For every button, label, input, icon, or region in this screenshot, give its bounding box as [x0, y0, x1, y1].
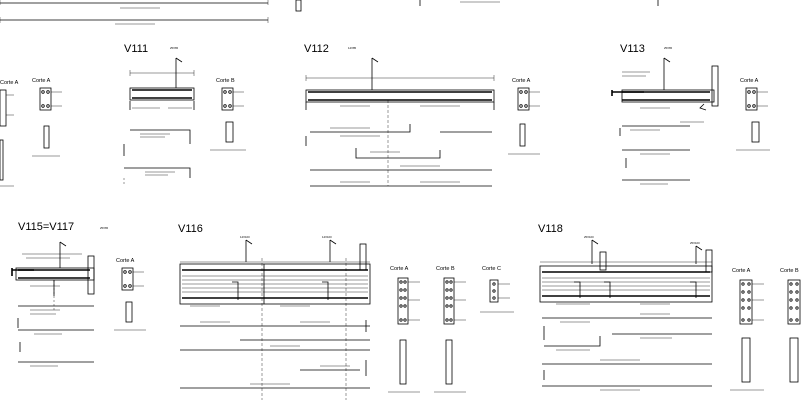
section-c-label: Corte C [482, 266, 501, 272]
beam-section-tag-right: 25X100 [690, 241, 700, 245]
beam-section-tag: 25X65 [664, 46, 673, 50]
beam-v111: V111 25X65 Corte A Corte B [32, 43, 246, 186]
beam-v115-v117: V115=V117 25X65 Corte A [11, 221, 146, 367]
beam-title: V118 [538, 223, 563, 235]
partial-section-left: Corte A [0, 80, 19, 187]
section-a-label: Corte A [116, 258, 135, 264]
partial-section-label: Corte A [0, 80, 19, 86]
beam-v116: V116 14X100 14X100 Cor [178, 223, 514, 400]
beam-title: V112 [304, 43, 329, 55]
section-a-label: Corte A [32, 78, 51, 84]
beam-title: V116 [178, 223, 203, 235]
beam-v113: V113 25X65 Corte A [611, 43, 770, 185]
beam-section-tag: 25X100 [584, 235, 594, 239]
section-b-label: Corte B [780, 268, 799, 274]
beam-title: V111 [124, 43, 148, 55]
beam-v112: V112 14X85 Corte A [304, 43, 540, 187]
section-a-label: Corte A [732, 268, 751, 274]
beam-section-tag: 25X65 [170, 46, 179, 50]
section-a-label: Corte A [390, 266, 409, 272]
beam-title: V115=V117 [18, 221, 74, 233]
section-a-label: Corte A [512, 78, 531, 84]
beam-v118: V118 25X100 25X100 Corte A [538, 223, 801, 391]
beam-section-tag: 14X100 [240, 235, 250, 239]
beam-section-tag: 14X85 [348, 46, 357, 50]
section-b-label: Corte B [216, 78, 235, 84]
beam-section-tag: 25X65 [100, 226, 109, 230]
beam-title: V113 [620, 43, 645, 55]
section-a-label: Corte A [740, 78, 759, 84]
section-b-label: Corte B [436, 266, 455, 272]
top-cutoff-drawings [0, 0, 659, 25]
beam-section-tag-right: 14X100 [322, 235, 332, 239]
